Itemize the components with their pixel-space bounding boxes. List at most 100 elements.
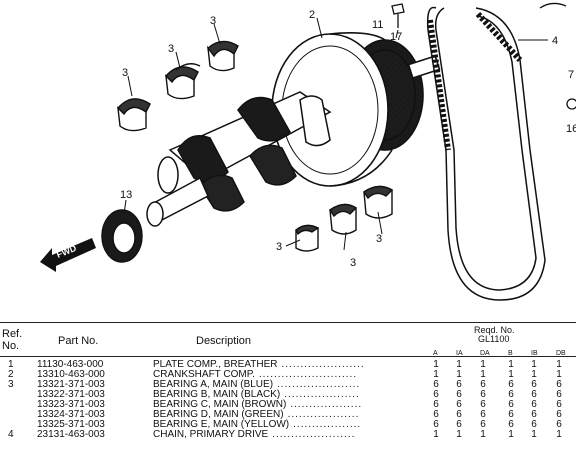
callout-3a: 3 <box>210 15 216 27</box>
header-part-no: Part No. <box>58 335 99 347</box>
quantity-cell: 6 <box>508 389 514 400</box>
ref-no-cell: 4 <box>8 429 14 440</box>
header-description: Description <box>196 335 252 347</box>
leader-dots: ...................... <box>281 360 365 370</box>
header-col-db: DB <box>556 350 566 357</box>
parts-table: Ref. No. Part No. Description Reqd. No. … <box>0 322 576 466</box>
leader-dots: ................... <box>287 410 360 420</box>
quantity-cell: 6 <box>456 399 462 410</box>
description-cell: BEARING A, MAIN (BLUE) <box>153 379 274 390</box>
oil-seal <box>101 209 143 263</box>
description-cell: BEARING E, MAIN (YELLOW) <box>153 419 290 430</box>
quantity-cell: 6 <box>480 419 486 430</box>
callout-7: 7 <box>568 69 574 81</box>
crankshaft <box>146 91 332 227</box>
leader-lines <box>123 17 548 251</box>
part-no-cell: 23131-463-003 <box>37 429 105 440</box>
exploded-parts-diagram: FWD 2 3 3 3 <box>40 2 576 301</box>
header-col-b: B <box>508 350 513 357</box>
quantity-cell: 6 <box>556 379 562 390</box>
callout-13: 13 <box>120 189 132 201</box>
table-row: 13322-371-003 BEARING B, MAIN (BLACK)....… <box>0 390 576 400</box>
quantity-cell: 1 <box>508 359 514 370</box>
quantity-cell: 6 <box>456 409 462 420</box>
callout-3b: 3 <box>168 43 174 55</box>
quantity-cell: 6 <box>531 389 537 400</box>
quantity-cell: 6 <box>531 379 537 390</box>
callout-11: 11 <box>372 19 383 31</box>
header-col-a: A <box>433 350 438 357</box>
callout-16: 16 <box>566 123 576 135</box>
callout-3d: 3 <box>350 257 356 269</box>
quantity-cell: 6 <box>508 419 514 430</box>
header-no: No. <box>2 340 20 352</box>
description-cell: CRANKSHAFT COMP. <box>153 369 255 380</box>
quantity-cell: 6 <box>433 399 439 410</box>
part-no-cell: 13322-371-003 <box>37 389 105 400</box>
quantity-cell: 6 <box>456 379 462 390</box>
quantity-cell: 6 <box>556 389 562 400</box>
leader-dots: ...................... <box>272 430 356 440</box>
quantity-cell: 6 <box>556 399 562 410</box>
header-ref: Ref. <box>2 328 23 340</box>
table-row: 4 23131-463-003 CHAIN, PRIMARY DRIVE......… <box>0 430 576 440</box>
quantity-cell: 1 <box>433 359 439 370</box>
quantity-cell: 1 <box>531 359 537 370</box>
quantity-cell: 6 <box>433 419 439 430</box>
description-cell: CHAIN, PRIMARY DRIVE <box>153 429 269 440</box>
quantity-cell: 1 <box>508 429 514 440</box>
quantity-cell: 1 <box>556 359 562 370</box>
description-cell: BEARING D, MAIN (GREEN) <box>153 409 284 420</box>
quantity-cell: 1 <box>531 429 537 440</box>
quantity-cell: 1 <box>456 359 462 370</box>
description-cell: BEARING B, MAIN (BLACK) <box>153 389 281 400</box>
quantity-cell: 6 <box>508 399 514 410</box>
header-reqd-no: Reqd. No. <box>474 325 515 335</box>
quantity-cell: 1 <box>433 369 439 380</box>
callout-3f: 3 <box>376 233 382 245</box>
callout-3e: 3 <box>276 241 282 253</box>
quantity-cell: 1 <box>456 429 462 440</box>
quantity-cell: 6 <box>433 379 439 390</box>
quantity-cell: 6 <box>480 389 486 400</box>
callout-3c: 3 <box>122 67 128 79</box>
part-no-cell: 13310-463-000 <box>37 369 105 380</box>
primary-drive-chain <box>426 6 546 301</box>
quantity-cell: 6 <box>480 409 486 420</box>
quantity-cell: 6 <box>531 419 537 430</box>
quantity-cell: 6 <box>480 379 486 390</box>
header-col-da: DA <box>480 350 490 357</box>
quantity-cell: 1 <box>480 359 486 370</box>
callout-17: 17 <box>390 31 402 43</box>
quantity-cell: 6 <box>531 399 537 410</box>
description-cell: PLATE COMP., BREATHER <box>153 359 278 370</box>
quantity-cell: 1 <box>556 429 562 440</box>
bolt-11-17 <box>391 2 576 110</box>
quantity-cell: 6 <box>456 389 462 400</box>
forward-direction-arrow: FWD <box>40 238 96 272</box>
table-top-rule <box>0 322 576 323</box>
quantity-cell: 6 <box>456 419 462 430</box>
ref-no-cell: 3 <box>8 379 14 390</box>
quantity-cell: 6 <box>556 419 562 430</box>
quantity-cell: 1 <box>433 429 439 440</box>
callout-numbers: 2 3 3 3 3 4 7 11 13 16 17 3 3 <box>120 9 576 269</box>
header-col-ib: IB <box>531 350 538 357</box>
description-cell: BEARING C, MAIN (BROWN) <box>153 399 287 410</box>
quantity-cell: 1 <box>480 369 486 380</box>
callout-2: 2 <box>309 9 315 21</box>
quantity-cell: 6 <box>508 409 514 420</box>
part-no-cell: 13323-371-003 <box>37 399 105 410</box>
header-col-ia: IA <box>456 350 463 357</box>
leader-dots: .................... <box>284 390 360 400</box>
quantity-cell: 6 <box>433 409 439 420</box>
part-no-cell: 13325-371-003 <box>37 419 105 430</box>
main-bearing-shell-lower <box>295 185 394 252</box>
quantity-cell: 6 <box>556 409 562 420</box>
quantity-cell: 1 <box>480 429 486 440</box>
